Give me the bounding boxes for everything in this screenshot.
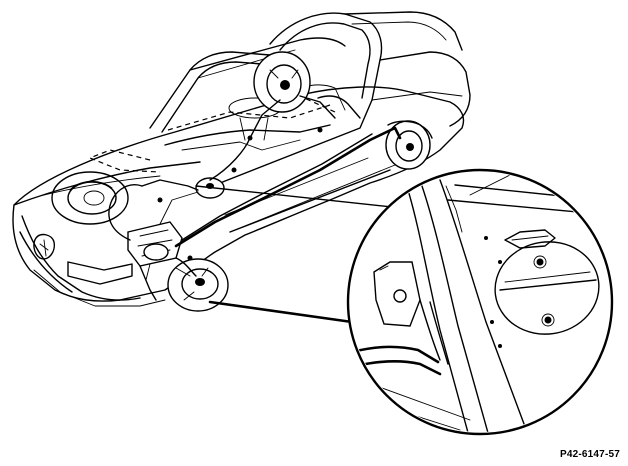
detail-inset: [346, 168, 614, 436]
front-right-wheel: [167, 258, 229, 312]
leader-line: [195, 185, 421, 324]
front-left-wheel: [51, 171, 129, 225]
rear-left-wheel: [253, 51, 311, 113]
figure-code-label: P42-6147-57: [559, 449, 620, 460]
